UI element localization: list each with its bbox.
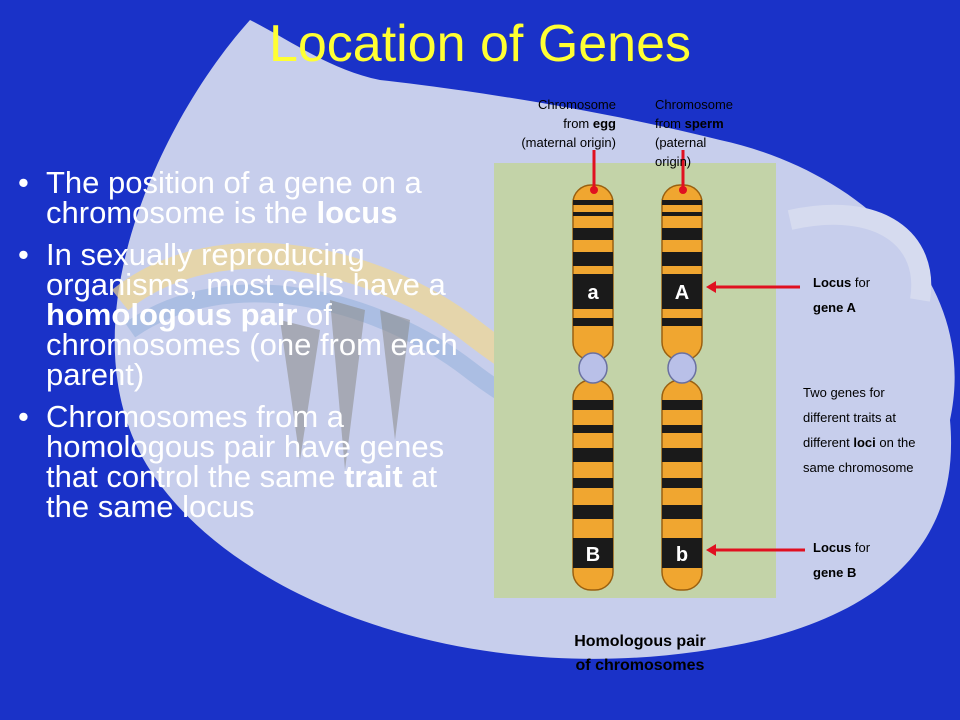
two-genes-label: Two genes for different traits at differ…: [803, 385, 916, 475]
sperm-chromosome-label: Chromosome from sperm (paternal origin): [655, 97, 734, 169]
bullet-dot: •: [18, 165, 29, 200]
figure-panel: [494, 163, 776, 598]
bullet-text-post: at the same locus: [46, 459, 438, 524]
locus-b-label: Locus for gene B: [813, 540, 871, 580]
bullet-text: In sexually reproducing organisms, most …: [46, 237, 446, 302]
bullet-text-post: of chromosomes (one from each parent): [46, 297, 458, 392]
bullet-text: Chromosomes from a homologous pair have …: [46, 399, 445, 494]
bullet-dot: •: [18, 399, 29, 434]
bullet-item-trait: • Chromosomes from a homologous pair have…: [18, 399, 478, 524]
bullet-bold: homologous pair: [46, 297, 298, 332]
bullet-item-locus: • The position of a gene on a chromosome …: [18, 165, 478, 230]
bullet-dot: •: [18, 237, 29, 272]
figure-caption: Homologous pair of chromosomes: [574, 633, 706, 674]
locus-a-label: Locus for gene A: [813, 275, 871, 315]
bullet-list: • The position of a gene on a chromosome …: [18, 165, 478, 534]
slide-title: Location of Genes: [268, 15, 692, 73]
bullet-text: The position of a gene on a chromosome i…: [46, 165, 422, 230]
egg-chromosome-label: Chromosome from egg (maternal origin): [521, 97, 616, 150]
bullet-bold: trait: [344, 459, 403, 494]
bullet-bold: locus: [316, 195, 398, 230]
bullet-item-homologous: • In sexually reproducing organisms, most…: [18, 237, 478, 392]
